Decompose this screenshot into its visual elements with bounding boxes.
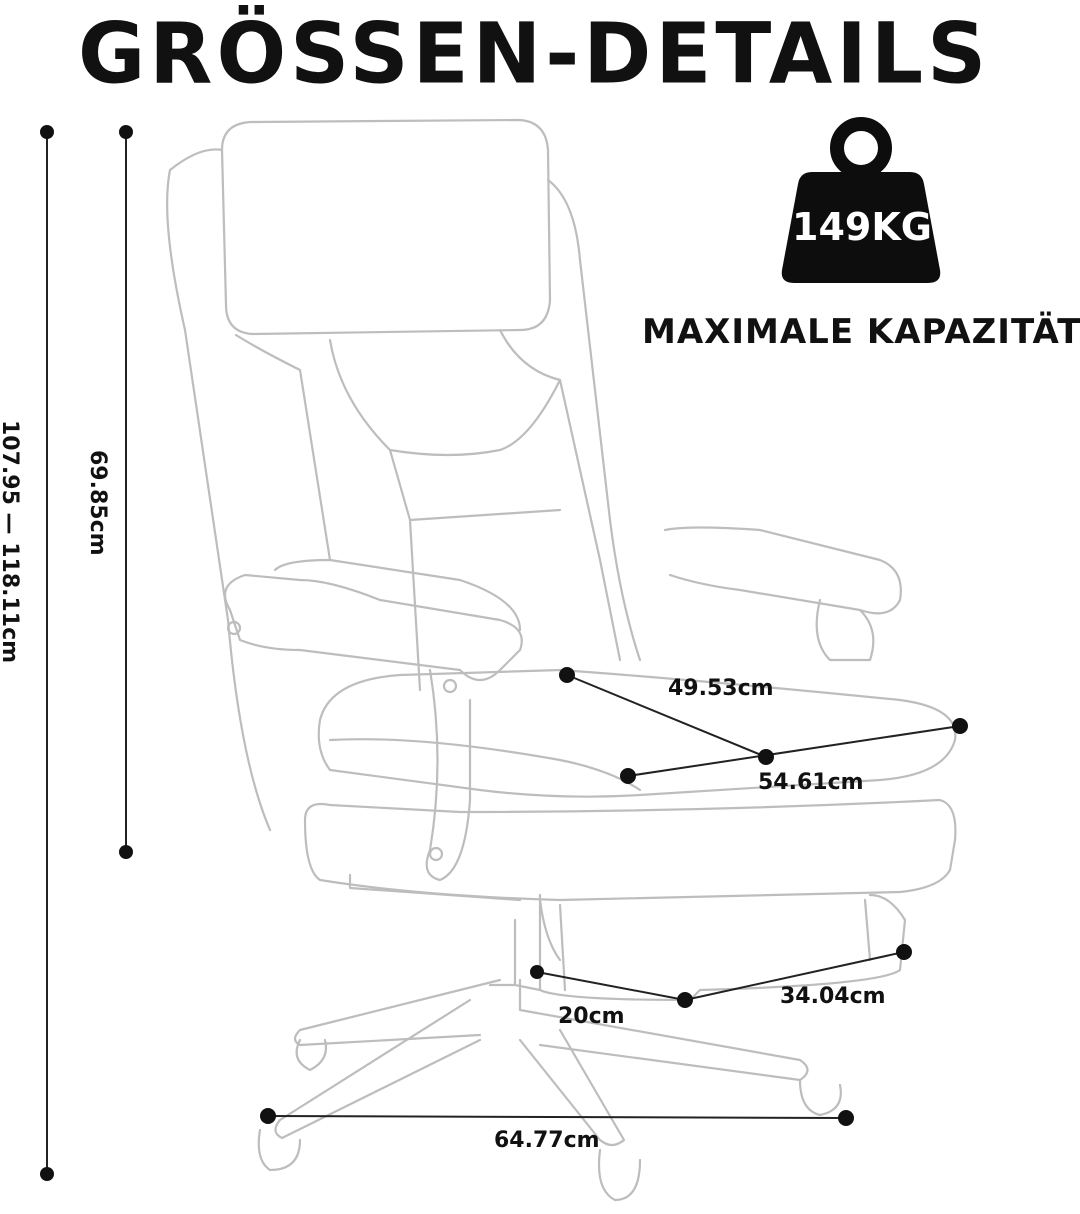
backrest-bottom-dot — [119, 845, 133, 859]
seat-depth-label: 49.53cm — [668, 676, 774, 701]
measurement-lines — [40, 125, 968, 1181]
base-width-label: 64.77cm — [494, 1128, 600, 1153]
footrest-offset-label: 20cm — [558, 1004, 625, 1029]
total-height-label: 107.95 — 118.11cm — [0, 420, 22, 664]
seat-width-line — [627, 725, 961, 777]
backrest-top-dot — [119, 125, 133, 139]
total-height-top-dot — [40, 125, 54, 139]
footrest-offset-line — [536, 971, 686, 1001]
seat-width-label: 54.61cm — [758, 770, 864, 795]
chair-outline — [166, 118, 957, 1202]
total-height-bottom-dot — [40, 1167, 54, 1181]
footrest-length-label: 34.04cm — [780, 984, 886, 1009]
footrest-length-line — [684, 951, 905, 1001]
weight-capacity-value: 149KG — [792, 205, 932, 249]
weight-icon — [781, 117, 941, 283]
seat-depth-line — [566, 674, 767, 758]
backrest-height-label: 69.85cm — [85, 450, 110, 556]
base-width-line — [267, 1115, 847, 1119]
capacity-label: MAXIMALE KAPAZITÄT — [642, 312, 1080, 352]
page-title: GRÖSSEN-DETAILS — [78, 6, 991, 103]
